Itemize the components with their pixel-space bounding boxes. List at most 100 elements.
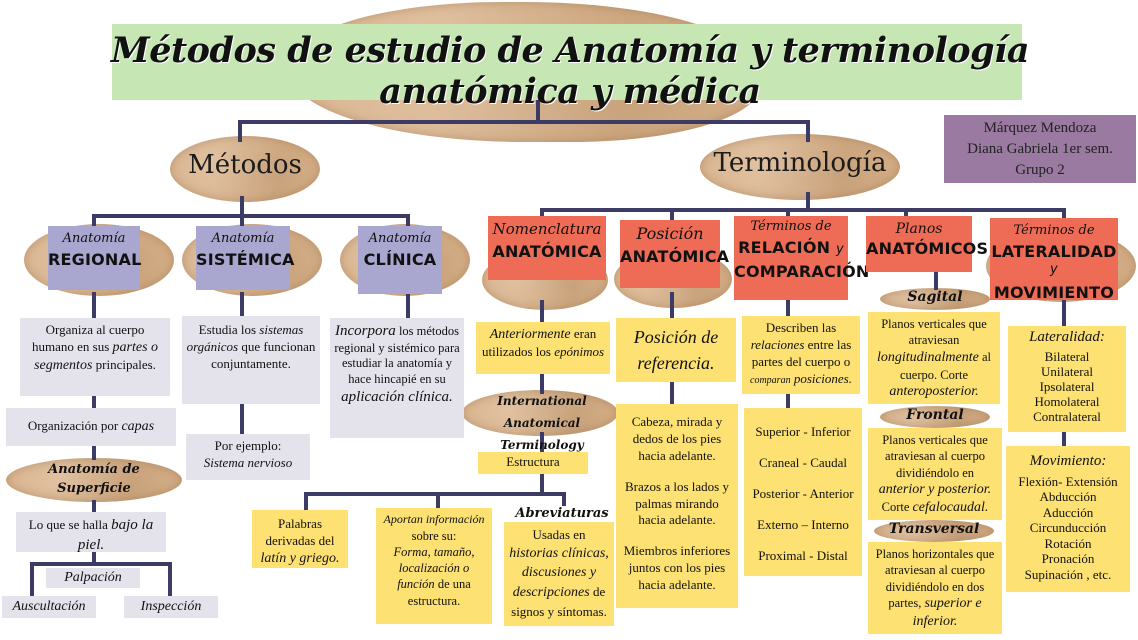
posicion-header: Posición ANATÓMICA (620, 220, 730, 288)
sistemica-small: Anatomía (211, 231, 275, 246)
sagital-a: Planos verticales que atraviesan (881, 317, 987, 348)
relacion-item: Superior - Inferior (755, 424, 851, 439)
regional-bajo-b: bajo la piel. (77, 517, 154, 553)
relacion-item: Externo – Interno (757, 517, 849, 532)
author-line3: Grupo 2 (1015, 161, 1065, 178)
sagital-label: Sagital (907, 289, 963, 305)
nomenclatura-desc: Anteriormente eran utilizados los epónim… (476, 322, 610, 374)
movimiento-item: Circunducción (1029, 520, 1107, 535)
lateralidad-item: Contralateral (1033, 409, 1101, 424)
palabras-a: Palabras derivadas del (265, 516, 335, 548)
author-line1: Márquez Mendoza (983, 119, 1097, 136)
connector (536, 100, 540, 122)
regional-org-a: Organización por (27, 418, 119, 433)
regional-desc-b: partes o segmentos (34, 339, 159, 374)
sagital-b: longitudinalmente (876, 349, 979, 365)
movimiento-item: Aducción (1042, 504, 1094, 520)
connector (304, 492, 566, 496)
frontal-b: anterior y posterior. (878, 481, 992, 497)
regional-header: Anatomía REGIONAL (48, 226, 141, 290)
author-box: Márquez Mendoza Diana Gabriela 1er sem. … (944, 115, 1136, 183)
relacion-item: Posterior - Anterior (752, 486, 854, 501)
nomenclatura-desc-a: Anteriormente (489, 327, 571, 342)
connector (92, 214, 96, 228)
nomenclatura-desc-c: epónimos (554, 344, 605, 360)
trans-b: superior e inferior. (912, 595, 982, 629)
connector (92, 500, 96, 514)
frontal-label: Frontal (906, 407, 964, 423)
clinica-header: Anatomía CLÍNICA (358, 226, 442, 294)
iat-label: International Anatomical Terminology (497, 394, 587, 452)
connector (934, 272, 938, 290)
regional-bajo-a: Lo que se halla (28, 517, 108, 532)
lateralidad-item: Ipsolateral (1039, 379, 1095, 394)
relacion-desc-b: relaciones (750, 336, 805, 352)
connector (904, 208, 908, 218)
connector (238, 120, 808, 124)
frontal-a: Planos verticales que atraviesan al cuer… (882, 433, 988, 480)
clinica-desc-c: aplicación clínica. (341, 388, 453, 405)
connector (670, 208, 674, 222)
connector (406, 214, 410, 228)
aportan-box: Aportan información sobre su: Forma, tam… (376, 508, 492, 624)
relacion-small: Términos de (750, 219, 832, 234)
trans-a: Planos horizontales que atraviesan al cu… (875, 547, 995, 610)
sistemica-desc-c: que funcionan conjuntamente. (211, 338, 316, 371)
connector (92, 292, 96, 320)
transversal-label: Transversal (888, 521, 980, 537)
movimiento-list: Movimiento: Flexión- Extensión Abducción… (1006, 446, 1130, 592)
lateralidad-small: Términos de (1013, 223, 1095, 238)
metodos-cardboard (170, 136, 320, 202)
regional-desc-c: principales. (95, 357, 156, 373)
connector (540, 208, 544, 218)
frontal-c: Corte (881, 499, 910, 514)
connector (30, 562, 170, 566)
nomenclatura-small: Nomenclatura (492, 220, 602, 238)
connector (806, 192, 810, 210)
movimiento-item: Rotación (1044, 535, 1092, 551)
aportan-b: sobre su: (411, 528, 457, 543)
relacion-desc-e: posiciones. (793, 370, 852, 386)
posicion-ref: Posición de referencia. (616, 318, 736, 382)
relacion-item: Craneal - Caudal (758, 455, 848, 470)
page-title: Métodos de estudio de Anatomía y termino… (110, 30, 1030, 112)
sagital-cardboard (880, 288, 990, 310)
palabras-b: latín y griego. (260, 550, 340, 566)
relacion-desc-d: comparan (750, 374, 791, 386)
posicion-small: Posición (636, 224, 704, 243)
movimiento-item: Abducción (1039, 489, 1097, 504)
posicion-list: Cabeza, mirada y dedos de los pies hacia… (616, 404, 738, 608)
connector (670, 382, 674, 404)
clinica-desc-b: los métodos regional y sistémico para es… (334, 324, 460, 386)
terminologia-cardboard (700, 134, 900, 200)
planos-big: ANATÓMICOS (866, 238, 989, 258)
nomenclatura-header: Nomenclatura ANATÓMICA (488, 216, 606, 280)
posicion-big: ANATÓMICA (620, 246, 730, 266)
movimiento-item: Pronación (1041, 551, 1095, 566)
connector (806, 120, 810, 142)
iat-cardboard (462, 390, 618, 436)
sagital-box: Planos verticales que atraviesan longitu… (868, 312, 1000, 404)
title-band (112, 24, 1022, 100)
connector (540, 374, 544, 394)
usadas-b: historias clínicas, discusiones y descri… (509, 545, 609, 601)
frontal-d: cefalocaudal. (912, 499, 989, 515)
movimiento-title: Movimiento: (1029, 453, 1107, 469)
nomenclatura-desc-b: eran utilizados los (481, 326, 597, 360)
lateralidad-big2: MOVIMIENTO (993, 283, 1115, 303)
sistemica-ej-a: Por ejemplo: (214, 438, 282, 453)
connector (240, 196, 244, 216)
palpacion-box: Palpación (46, 568, 140, 588)
frontal-box: Planos verticales que atraviesan al cuer… (868, 428, 1002, 520)
terminologia-label: Terminología (713, 148, 887, 178)
sistemica-desc: Estudia los sistemas orgánicos que funci… (182, 316, 320, 404)
connector (238, 120, 242, 142)
lateralidad-item: Homolateral (1034, 394, 1100, 409)
metodos-label: Métodos (188, 150, 302, 180)
sagital-d: anteroposterior. (889, 383, 979, 399)
connector (304, 492, 308, 510)
usadas-c: de signos y síntomas. (511, 584, 607, 620)
sagital-c: al cuerpo. Corte (899, 349, 992, 382)
relacion-header: Términos de RELACIÓN y COMPARACIÓN (734, 216, 869, 300)
connector (1062, 208, 1066, 220)
